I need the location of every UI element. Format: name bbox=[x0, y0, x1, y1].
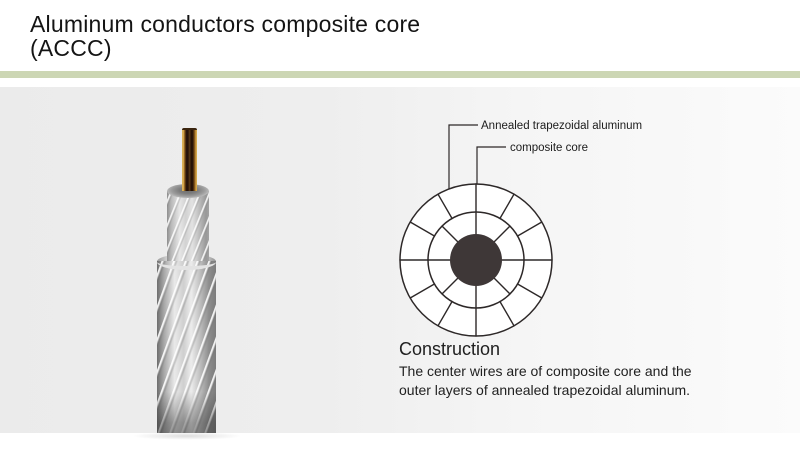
label-composite-core: composite core bbox=[510, 142, 588, 154]
segment-divider bbox=[441, 225, 459, 243]
cross-section-svg bbox=[399, 124, 553, 337]
construction-heading: Construction bbox=[399, 339, 501, 359]
page-title: Aluminum conductors composite core(ACCC) bbox=[30, 11, 421, 61]
label-annealed-trapezoidal-aluminum: Annealed trapezoidal aluminum bbox=[481, 120, 643, 132]
outer-strand-layer bbox=[157, 261, 216, 433]
segment-divider bbox=[499, 300, 515, 327]
segment-divider bbox=[516, 283, 543, 299]
inner-strand-top-face bbox=[167, 184, 209, 198]
cable-shadow bbox=[132, 432, 242, 440]
cable-photo bbox=[132, 128, 242, 440]
outer-layer-front-rim bbox=[157, 254, 216, 270]
construction-body: The center wires are of composite core a… bbox=[399, 362, 739, 399]
segment-divider bbox=[493, 225, 511, 243]
construction-body-line2: outer layers of annealed trapezoidal alu… bbox=[399, 381, 691, 398]
segment-divider bbox=[493, 277, 511, 295]
segment-divider bbox=[499, 193, 515, 220]
segment-divider bbox=[409, 221, 436, 237]
construction-body-line1: The center wires are of composite core a… bbox=[399, 363, 692, 379]
composite-core-rod bbox=[182, 128, 197, 191]
leader-line-annealed-aluminum bbox=[448, 124, 478, 202]
segment-divider bbox=[516, 221, 543, 237]
accent-divider-bar bbox=[0, 71, 800, 78]
segment-divider bbox=[437, 300, 453, 327]
segment-dividers bbox=[399, 183, 553, 337]
composite-core-circle bbox=[450, 234, 502, 286]
segment-divider bbox=[441, 277, 459, 295]
page-title-line1: Aluminum conductors composite core bbox=[30, 11, 421, 37]
content-stage bbox=[0, 87, 800, 440]
page-title-line2: (ACCC) bbox=[30, 34, 112, 61]
segment-divider bbox=[437, 193, 453, 220]
segment-divider bbox=[409, 283, 436, 299]
